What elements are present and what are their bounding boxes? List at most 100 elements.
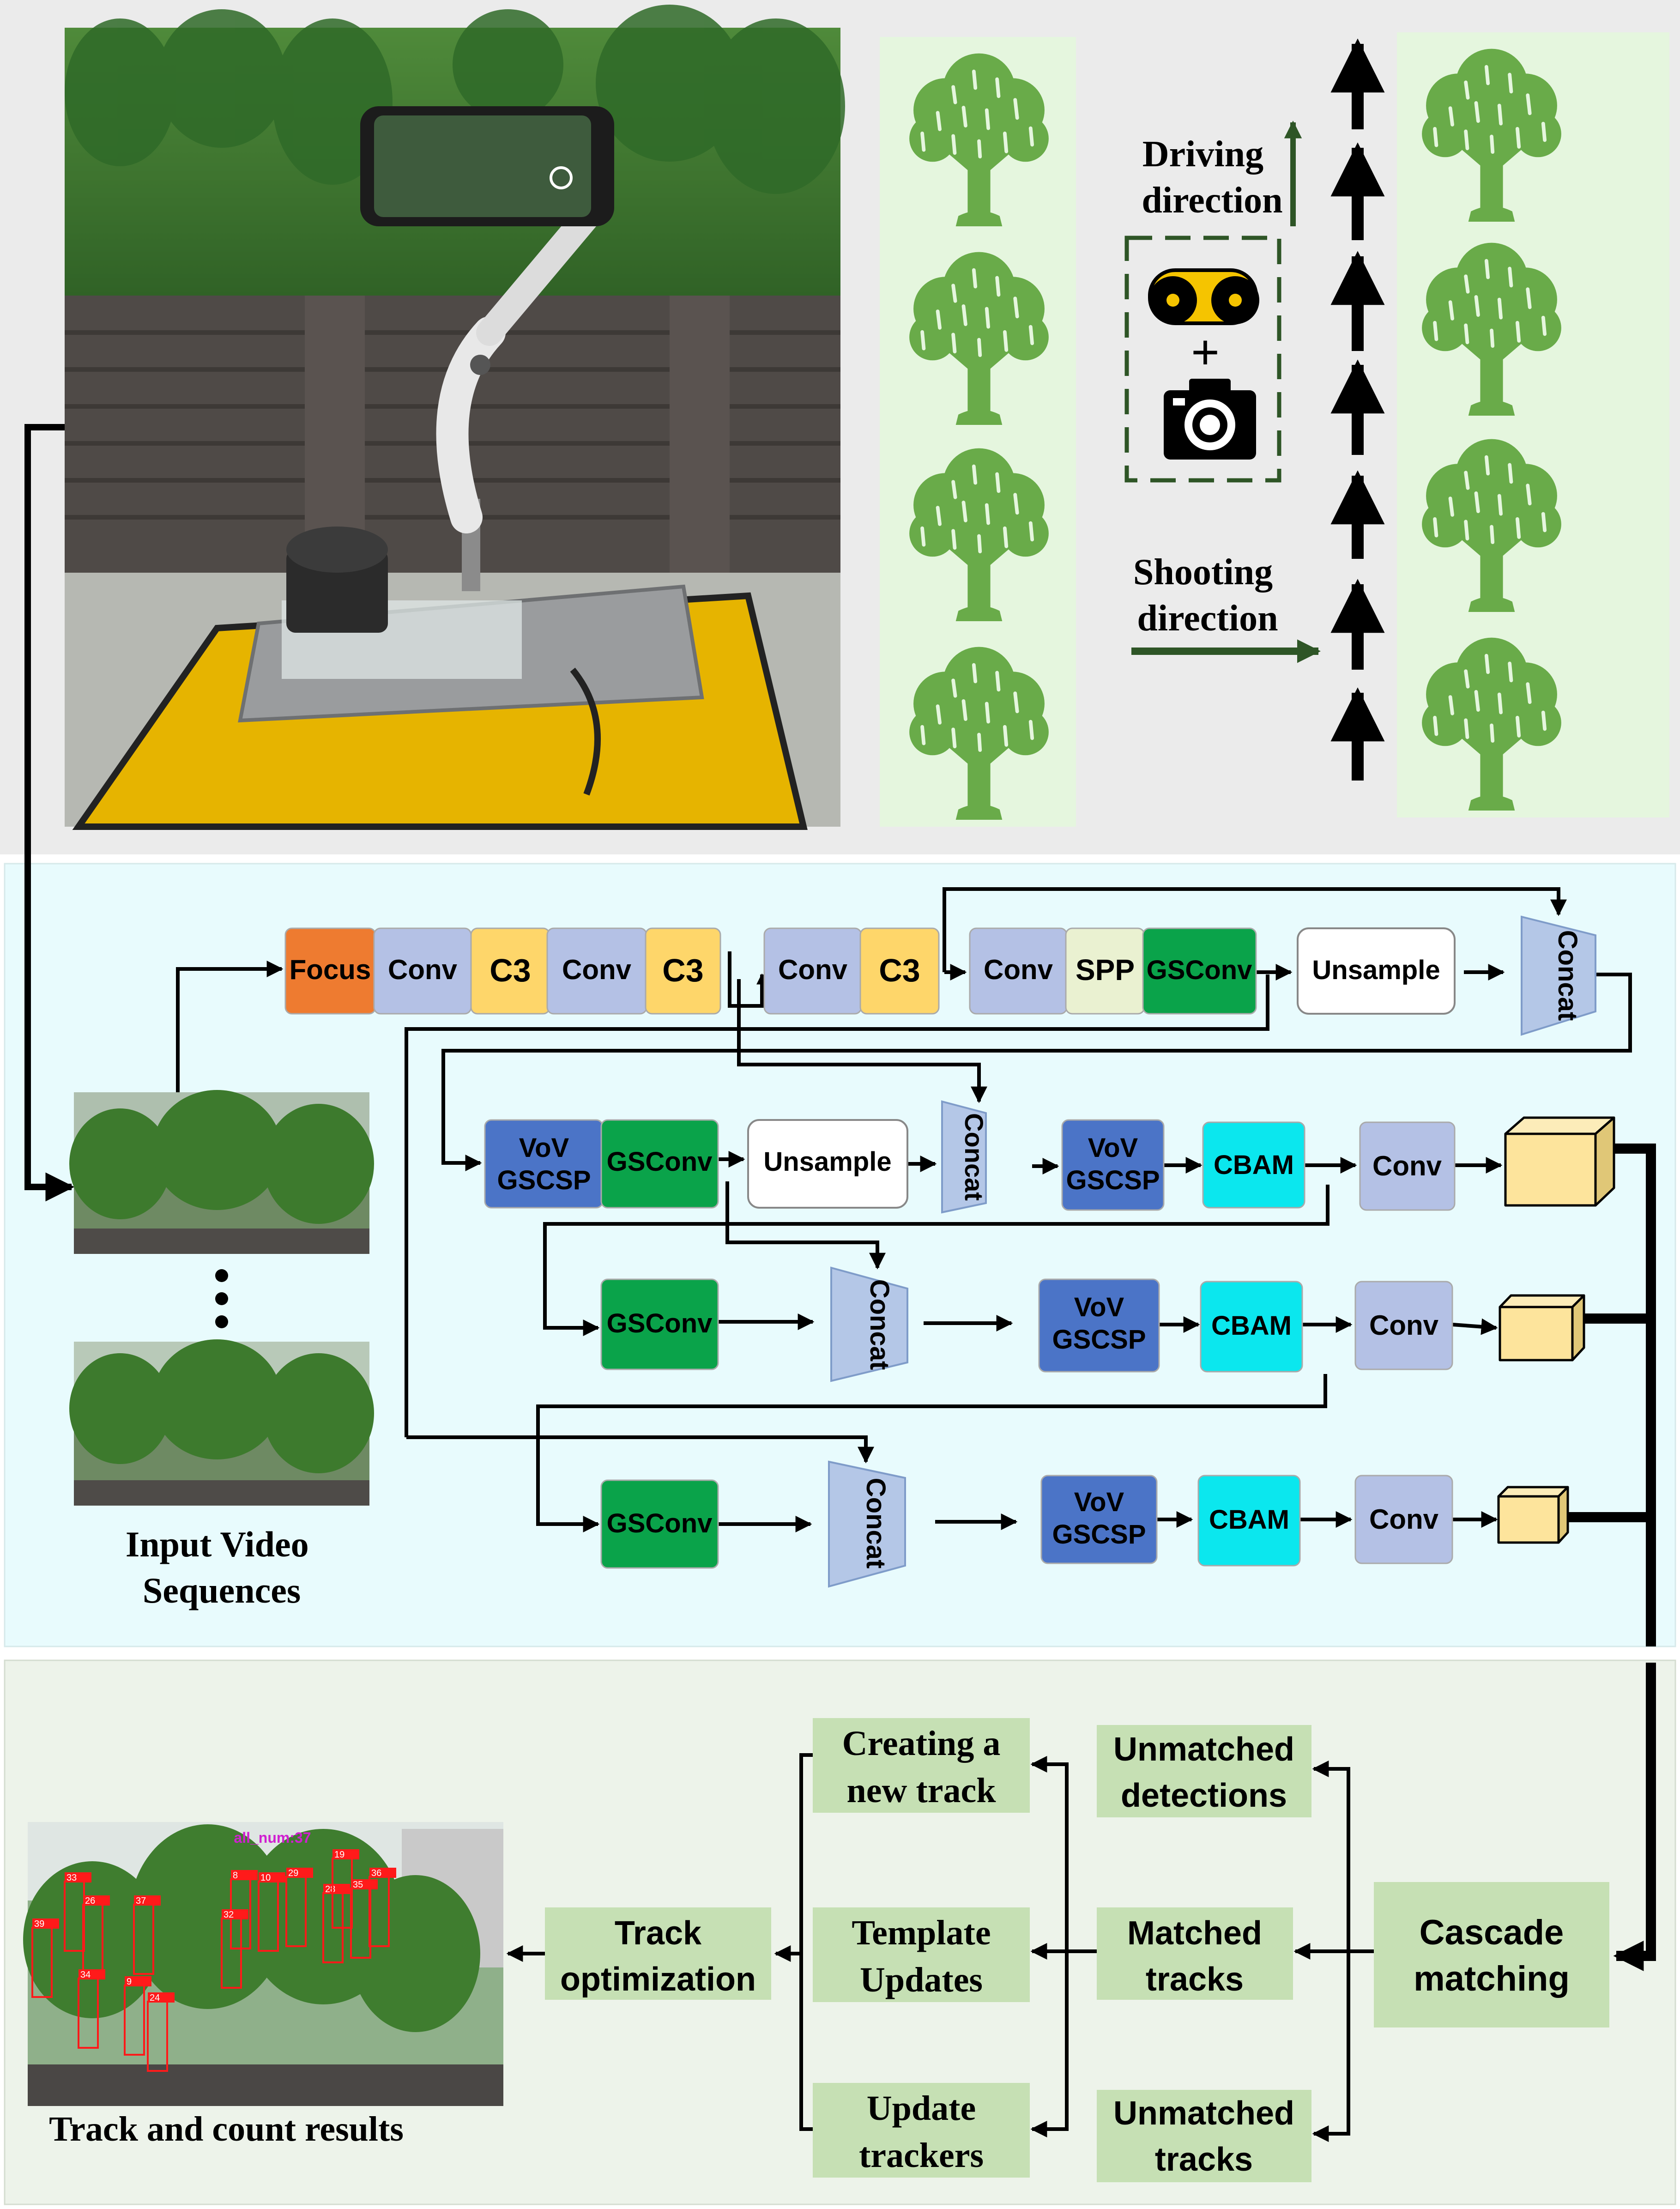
cbam-block: CBAM: [1200, 1281, 1303, 1373]
detection-id-label: 26: [85, 1896, 95, 1906]
detection-id-tag: [351, 1879, 378, 1889]
unsample-block: Unsample: [1297, 927, 1456, 1015]
svg-text:Conv: Conv: [562, 954, 632, 985]
svg-text:GSConv: GSConv: [1147, 955, 1252, 985]
svg-text:Unsample: Unsample: [763, 1147, 891, 1177]
tracked-robot-icon: [1148, 268, 1259, 325]
detection-id-tag: [79, 1969, 105, 1979]
svg-text:GSConv: GSConv: [607, 1508, 713, 1538]
svg-text:GSConv: GSConv: [607, 1308, 713, 1338]
concat-block: Concat: [1521, 915, 1596, 1036]
input-frame-2: [69, 1339, 374, 1506]
shooting-direction-label: Shooting direction: [1133, 552, 1282, 639]
gsconv-block: GSConv: [600, 1479, 719, 1569]
detection-id-tag: [259, 1872, 285, 1882]
conv-block: Conv: [546, 927, 647, 1015]
feature-output-bus: [1568, 1144, 1656, 1646]
detection-id-tag: [32, 1919, 59, 1929]
svg-text:Conv: Conv: [1372, 1150, 1442, 1181]
driving-direction-label: Driving direction: [1142, 134, 1282, 221]
c3-block: C3: [645, 927, 721, 1015]
svg-text:C3: C3: [879, 952, 920, 988]
input-video-label: Input Video Sequences: [126, 1524, 318, 1610]
detection-id-label: 35: [353, 1880, 363, 1890]
detection-id-tag: [83, 1895, 110, 1906]
detection-id-label: 33: [66, 1873, 77, 1883]
conv-block: Conv: [1354, 1281, 1453, 1370]
conv-block: Conv: [1354, 1475, 1453, 1564]
detection-id-label: 28: [325, 1884, 335, 1894]
focus-block: Focus: [284, 927, 376, 1015]
cbam-block: CBAM: [1202, 1121, 1305, 1209]
camera-icon: [1164, 379, 1256, 460]
svg-text:Conv: Conv: [778, 954, 848, 985]
feature-map-cube-medium: [1499, 1294, 1585, 1362]
input-frame-1: [69, 1090, 374, 1254]
svg-text:Focus: Focus: [290, 954, 371, 985]
photo-to-input-connector: [24, 424, 75, 1202]
detection-id-tag: [332, 1849, 359, 1859]
svg-text:Conv: Conv: [1369, 1504, 1439, 1535]
svg-text:Concat: Concat: [864, 1279, 894, 1370]
detection-id-label: 39: [34, 1919, 44, 1929]
svg-text:Unsample: Unsample: [1312, 955, 1440, 985]
detection-id-tag: [148, 1992, 175, 2003]
svg-text:CBAM: CBAM: [1211, 1311, 1292, 1341]
gsconv-block: GSConv: [600, 1119, 719, 1209]
detection-id-label: 29: [288, 1868, 298, 1878]
concat-block: Concat: [828, 1460, 906, 1588]
conv-block: Conv: [373, 927, 472, 1015]
backbone-row: Focus Conv C3 Conv C3 Conv C3 Conv: [284, 915, 1596, 1036]
robot-photo: [65, 5, 845, 830]
svg-text:C3: C3: [662, 952, 703, 988]
svg-text:CBAM: CBAM: [1209, 1505, 1289, 1535]
c3-block: C3: [470, 927, 550, 1015]
svg-text:GSConv: GSConv: [607, 1147, 713, 1177]
svg-text:Conv: Conv: [984, 954, 1053, 985]
detection-id-label: 34: [80, 1970, 91, 1980]
vertical-ellipsis-icon: [215, 1269, 228, 1328]
feature-map-cube-small: [1497, 1486, 1569, 1544]
detection-id-label: 37: [136, 1896, 146, 1906]
network-connectors: [176, 887, 1632, 1532]
detection-id-tag: [369, 1868, 396, 1878]
svg-text:Concat: Concat: [861, 1478, 891, 1569]
svg-text:Conv: Conv: [388, 954, 458, 985]
svg-text:SPP: SPP: [1076, 953, 1135, 986]
detection-id-label: 36: [371, 1868, 381, 1878]
track-results-caption: Track and count results: [49, 2110, 404, 2148]
detection-id-tag: [231, 1870, 258, 1880]
conv-block: Conv: [969, 927, 1068, 1015]
detection-count-overlay: all_num:37: [234, 1829, 311, 1846]
cbam-block: CBAM: [1197, 1475, 1301, 1567]
feature-map-cube-large: [1504, 1116, 1615, 1207]
concat-block: Concat: [941, 1100, 989, 1214]
tracking-connectors: [506, 1663, 1656, 2142]
spp-block: SPP: [1065, 927, 1145, 1015]
detection-id-label: 9: [127, 1977, 132, 1987]
